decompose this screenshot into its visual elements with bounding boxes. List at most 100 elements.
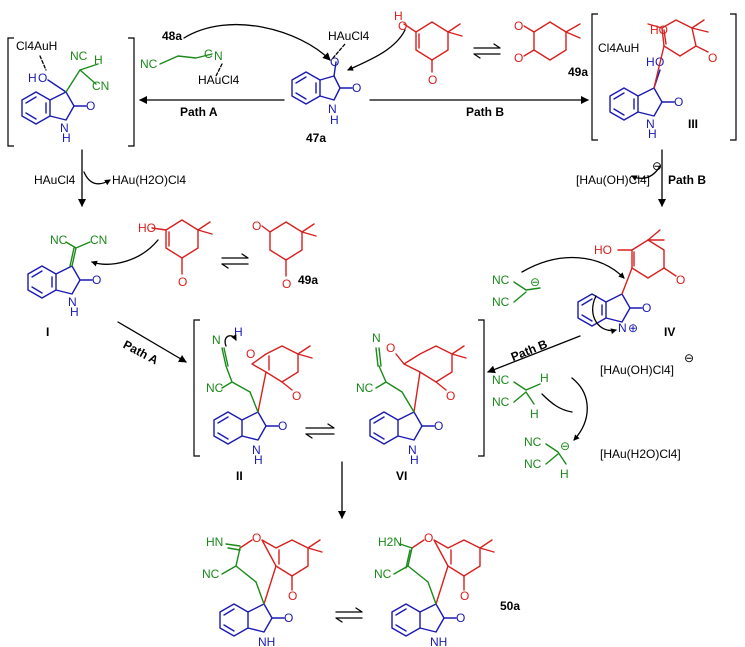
malononitrile-48a: NC C N HAuCl4 [140,47,240,87]
malononitrile-protonated: NC NC H H [492,371,549,421]
svg-text:O: O [446,389,455,403]
intermediate-iv: HO O O N ⊕ [577,229,685,335]
label-49a-mid: 49a [298,273,318,287]
svg-text:O: O [676,273,685,287]
svg-text:O: O [642,301,651,315]
svg-text:NC: NC [492,395,510,409]
svg-text:H: H [648,127,657,141]
path-a-mid: Path A [121,337,161,367]
svg-text:H2N: H2N [378,535,402,549]
svg-text:CN: CN [90,233,107,247]
svg-text:O: O [434,419,443,433]
svg-text:HO: HO [594,243,612,257]
svg-text:NH: NH [430,635,447,647]
svg-text:O: O [288,589,297,603]
svg-text:NC: NC [356,381,374,395]
svg-text:O: O [38,71,47,85]
svg-text:NC: NC [202,567,220,581]
svg-text:O: O [460,589,469,603]
svg-text:NC: NC [70,49,88,63]
svg-text:O: O [424,531,433,545]
svg-text:Cl4AuH: Cl4AuH [598,41,639,55]
svg-text:⊖: ⊖ [560,439,570,453]
svg-text:N: N [60,121,69,135]
label-47a: 47a [306,131,326,145]
svg-text:⊖: ⊖ [684,351,694,365]
svg-text:NC: NC [50,233,68,247]
svg-text:HO: HO [138,221,156,235]
svg-text:O: O [282,277,291,291]
svg-text:O: O [284,611,293,625]
label-vi: VI [396,469,407,483]
dimedone-49a-mid: O O [252,219,317,291]
svg-text:O: O [86,99,95,113]
path-a-top: Path A [180,105,218,119]
svg-text:H: H [330,113,339,127]
svg-text:NC: NC [492,373,510,387]
svg-text:O: O [278,419,287,433]
svg-text:H: H [28,71,37,85]
label-48a: 48a [162,29,182,43]
label-50a: 50a [500,599,520,613]
svg-text:HN: HN [206,535,223,549]
svg-text:H: H [62,131,71,145]
svg-text:H: H [94,53,103,67]
dimedone-49a-top: O O [514,19,581,65]
svg-text:Cl4AuH: Cl4AuH [16,39,57,53]
svg-text:H: H [394,9,403,23]
svg-text:H: H [540,371,549,385]
svg-text:NC: NC [492,273,510,287]
svg-text:CN: CN [92,79,109,93]
label-iv: IV [664,325,675,339]
svg-text:NH: NH [258,635,275,647]
svg-text:NC: NC [140,57,158,71]
svg-text:NC: NC [524,435,542,449]
svg-text:N: N [214,49,223,63]
svg-text:H: H [70,305,79,319]
label-iii: III [688,117,698,131]
svg-text:NC: NC [374,567,392,581]
svg-text:N: N [646,117,655,131]
svg-text:N: N [212,333,221,347]
svg-text:H: H [646,55,655,69]
svg-text:HO: HO [650,23,668,37]
intermediate-iii: Cl4AuH HO O H O O N H [598,19,717,141]
path-b-top: Path B [466,105,504,119]
svg-text:N: N [618,321,627,335]
svg-text:NC: NC [524,457,542,471]
svg-text:O: O [674,95,683,109]
svg-text:O: O [330,55,339,69]
dimedone-enol-top: H O O [394,9,463,87]
intermediate-i: O N H NC CN [27,233,107,319]
svg-text:H: H [530,407,539,421]
label-haucl4-left: HAuCl4 [34,173,76,187]
svg-text:⊖: ⊖ [652,159,662,173]
svg-text:C: C [204,47,213,61]
svg-text:O: O [456,611,465,625]
path-b-mid: Path B [509,337,550,364]
svg-text:NC: NC [492,295,510,309]
path-b-right: Path B [668,173,706,187]
svg-text:N: N [328,102,337,116]
malononitrile-anion: NC NC ⊖ [492,273,541,309]
svg-text:O: O [178,275,187,289]
svg-text:O: O [352,81,361,95]
svg-text:H: H [410,453,419,467]
svg-text:N: N [408,443,417,457]
intermediate-ii: N H NC O O O N H [206,325,313,467]
label-hau-oh-mid: [HAu(OH)Cl4] [600,363,674,377]
svg-text:H: H [560,467,569,481]
svg-text:N: N [372,331,381,345]
label-ii: II [236,469,243,483]
product-50a: H2N O O NC O NH [374,531,495,647]
label-i: I [46,325,49,339]
svg-text:O: O [398,19,407,33]
svg-text:O: O [252,219,261,233]
product-imine: HN O O NC O NH [202,531,323,647]
svg-text:H: H [234,325,243,339]
label-haucl4-top: HAuCl4 [328,29,370,43]
svg-text:O: O [428,73,437,87]
svg-text:N: N [252,443,261,457]
svg-text:O: O [252,531,261,545]
